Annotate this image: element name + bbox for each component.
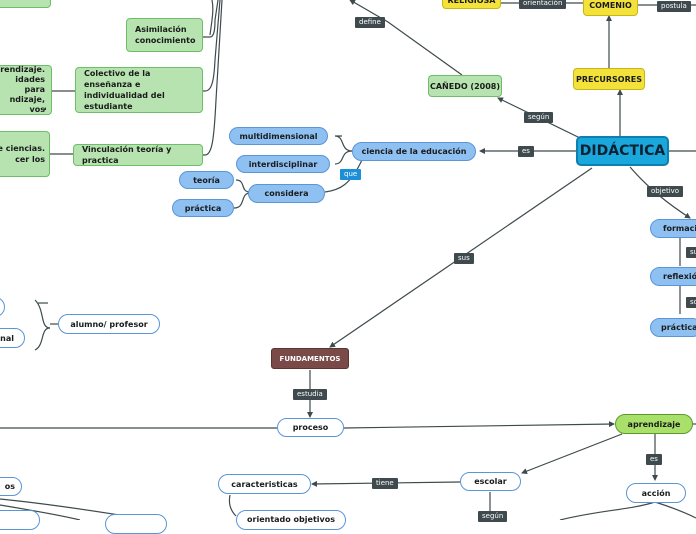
- node-nal[interactable]: nal: [0, 328, 25, 348]
- link-label-sus: sus: [454, 253, 474, 264]
- node-caracteristicas[interactable]: caracteristicas: [218, 474, 311, 494]
- node-ciencia-educacion[interactable]: ciencia de la educación: [352, 142, 476, 161]
- node-canedo[interactable]: CAÑEDO (2008): [428, 75, 502, 97]
- node-teoria[interactable]: teoría: [179, 171, 234, 189]
- link-label-postula: postula: [657, 1, 691, 12]
- link-label-orientacion: orientación: [519, 0, 567, 9]
- node-comenio[interactable]: COMENIO: [583, 0, 638, 16]
- node-precursores[interactable]: PRECURSORES: [573, 68, 645, 90]
- node-bottom-mid[interactable]: [105, 514, 167, 534]
- node-asimilacion[interactable]: Asimilación conocimiento: [126, 18, 203, 52]
- link-label-objetivo: objetivo: [647, 186, 684, 197]
- node-fundamentos[interactable]: FUNDAMENTOS: [271, 348, 349, 369]
- node-os[interactable]: os: [0, 477, 22, 496]
- link-label-que: que: [340, 169, 362, 180]
- node-interdisciplinar[interactable]: interdisciplinar: [236, 155, 330, 173]
- link-label-define: define: [355, 17, 385, 28]
- link-label-es-ciencia: es: [518, 146, 534, 157]
- node-aprendizaje[interactable]: aprendizaje: [615, 414, 693, 434]
- node-religiosa[interactable]: RELIGIOSA: [442, 0, 501, 9]
- partial-aprendizaje-text: prendizaje. idades para ndizaje, vos: [0, 65, 45, 114]
- link-label-segun-bottom: según: [478, 511, 508, 522]
- node-vinculacion[interactable]: Vinculación teoría y practica: [73, 144, 203, 166]
- link-label-so: so: [686, 297, 696, 308]
- node-partial-aprendizaje[interactable]: prendizaje. idades para ndizaje, vos: [0, 65, 52, 115]
- node-considera[interactable]: considera: [248, 184, 325, 203]
- link-label-es-accion: es: [646, 454, 662, 465]
- node-bottom-left[interactable]: [0, 510, 40, 530]
- node-formacion[interactable]: formación: [650, 219, 696, 238]
- link-label-estudia: estudia: [293, 389, 327, 400]
- node-practica-left[interactable]: práctica: [172, 199, 234, 217]
- node-didactica-root[interactable]: DIDÁCTICA: [576, 136, 669, 166]
- node-proceso[interactable]: proceso: [277, 418, 344, 437]
- node-practica-right[interactable]: práctica: [650, 318, 696, 337]
- node-colectivo[interactable]: Colectivo de la enseñanza e individualid…: [75, 67, 203, 113]
- node-partial-ciencias[interactable]: e ciencias. cer los: [0, 131, 50, 177]
- node-multidimensional[interactable]: multidimensional: [229, 127, 328, 145]
- link-label-tiene: tiene: [372, 478, 398, 489]
- collapse-icon[interactable]: [40, 107, 46, 110]
- partial-top-node[interactable]: [0, 0, 51, 8]
- node-reflexion[interactable]: reflexión: [650, 267, 696, 286]
- partial-ciencias-text: e ciencias. cer los: [0, 144, 45, 164]
- node-orientado-objetivos[interactable]: orientado objetivos: [236, 510, 346, 530]
- node-alumno-profesor[interactable]: alumno/ profesor: [58, 314, 160, 334]
- link-label-su: su: [686, 247, 696, 258]
- link-label-segun: según: [524, 112, 554, 123]
- node-accion[interactable]: acción: [626, 483, 686, 503]
- node-escolar[interactable]: escolar: [460, 472, 521, 491]
